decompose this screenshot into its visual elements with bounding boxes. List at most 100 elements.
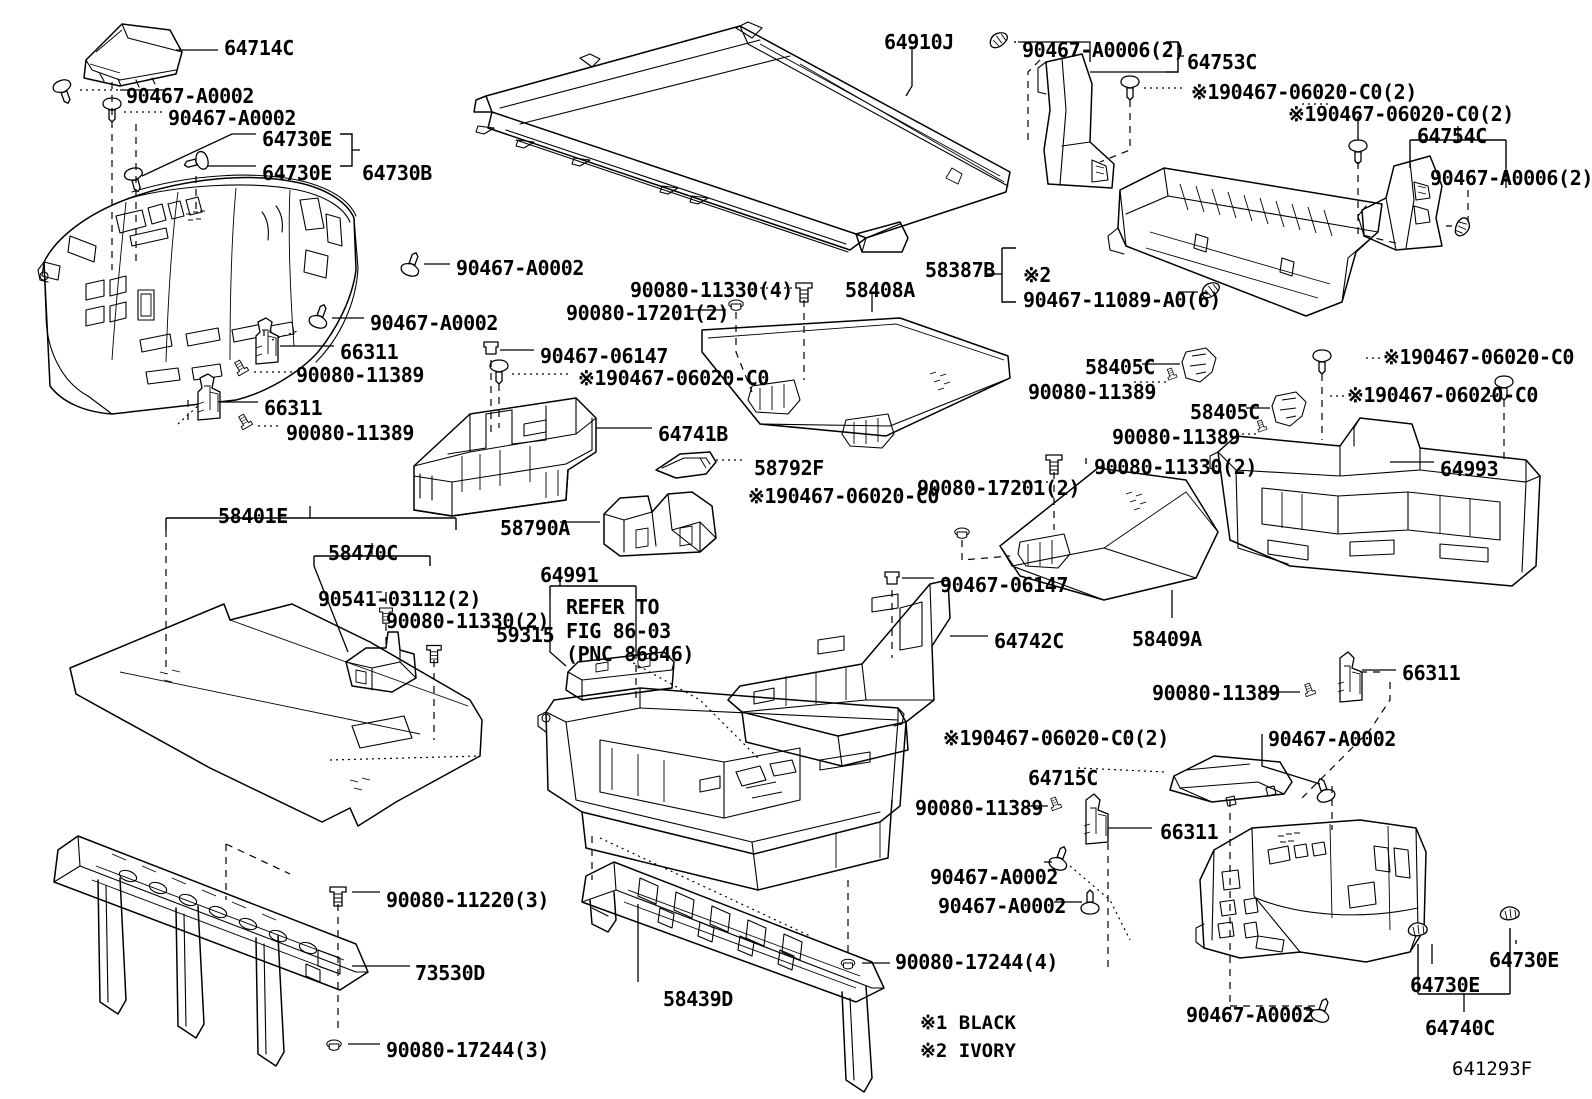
part-callout-64910j: 64910J bbox=[884, 30, 954, 54]
part-66311-clip-left-lower bbox=[197, 373, 221, 421]
part-callout-19046706020c02: ※190467-06020-C0(2) bbox=[1288, 102, 1514, 126]
part-callout-64991: 64991 bbox=[540, 563, 599, 587]
part-callout-90080172012: 90080-17201(2) bbox=[566, 301, 729, 325]
fastener-90467-a0006-top bbox=[986, 28, 1011, 51]
part-66311-clip-right-upper bbox=[1337, 651, 1363, 703]
part-callout-58470c: 58470C bbox=[328, 541, 398, 565]
part-callout-66311: 66311 bbox=[1160, 820, 1219, 844]
part-callout-9008011389: 90080-11389 bbox=[296, 363, 425, 387]
part-callout-19046706020c02: ※190467-06020-C0(2) bbox=[943, 726, 1169, 750]
part-callout-64730e: 64730E bbox=[1410, 973, 1480, 997]
leader-lines-left bbox=[80, 49, 450, 427]
fastener-90080-17244-left bbox=[326, 1039, 342, 1051]
part-callout-90080112203: 90080-11220(3) bbox=[386, 888, 549, 912]
part-callout-90467a0002: 90467-A0002 bbox=[930, 865, 1059, 889]
part-callout-9046711089a06: 90467-11089-A0(6) bbox=[1023, 288, 1221, 312]
fastener-90080-11220 bbox=[329, 886, 347, 907]
part-callout-90080113302: 90080-11330(2) bbox=[1094, 455, 1257, 479]
fastener-90080-11389-right-a bbox=[1301, 681, 1317, 698]
part-callout-9008011389: 90080-11389 bbox=[1152, 681, 1281, 705]
part-callout-90467a0002: 90467-A0002 bbox=[938, 894, 1067, 918]
part-callout-9008011389: 90080-11389 bbox=[1112, 425, 1241, 449]
part-64715c-illustration bbox=[1169, 755, 1293, 807]
part-callout-64740c: 64740C bbox=[1425, 1016, 1495, 1040]
part-callout-58409a: 58409A bbox=[1132, 627, 1202, 651]
fastener-90080-11330-lower bbox=[1045, 454, 1063, 475]
part-58401e-illustration bbox=[69, 603, 483, 827]
fastener-90080-11389-hinge-a bbox=[1164, 366, 1178, 381]
part-64993-illustration bbox=[1209, 417, 1541, 587]
part-callout-64714c: 64714C bbox=[224, 36, 294, 60]
part-58405c-upper bbox=[1181, 347, 1217, 383]
part-callout-90467a0002: 90467-A0002 bbox=[126, 84, 255, 108]
part-58409a-illustration bbox=[999, 467, 1219, 601]
part-callout-90467a00062: 90467-A0006(2) bbox=[1022, 38, 1185, 62]
part-callout-19046706020c0: ※190467-06020-C0 bbox=[1347, 383, 1538, 407]
part-callout-64730e: 64730E bbox=[1489, 948, 1559, 972]
leader-64910j bbox=[905, 46, 913, 97]
part-callout-64742c: 64742C bbox=[994, 629, 1064, 653]
part-64991-illustration bbox=[537, 687, 907, 891]
part-64754c-illustration bbox=[1357, 155, 1443, 251]
fastener-90467-06020-left bbox=[489, 359, 509, 385]
part-callout-64730b: 64730B bbox=[362, 161, 432, 185]
part-callout-64754c: 64754C bbox=[1417, 124, 1487, 148]
part-64753c-illustration bbox=[1037, 53, 1115, 189]
part-callout-90080172444: 90080-17244(4) bbox=[895, 950, 1058, 974]
part-59315-illustration bbox=[565, 651, 675, 701]
part-callout-58790a: 58790A bbox=[500, 516, 570, 540]
part-58470c-illustration bbox=[345, 631, 417, 693]
part-73530d-illustration bbox=[53, 835, 369, 1067]
fastener-90467-06020-c0-a bbox=[1120, 75, 1140, 101]
part-callout-90467a0002: 90467-A0002 bbox=[168, 106, 297, 130]
part-64910j-illustration bbox=[473, 21, 1011, 253]
part-callout-9008011389: 90080-11389 bbox=[286, 421, 415, 445]
part-callout-90467a0002: 90467-A0002 bbox=[370, 311, 499, 335]
part-callout-64715c: 64715C bbox=[1028, 766, 1098, 790]
part-callout-64993: 64993 bbox=[1440, 457, 1499, 481]
part-callout-9008011389: 90080-11389 bbox=[915, 796, 1044, 820]
part-callout-9046706147: 90467-06147 bbox=[540, 344, 669, 368]
part-callout-58792f: 58792F bbox=[754, 456, 824, 480]
part-66311-clip-left-upper bbox=[255, 317, 279, 365]
part-callout-58405c: 58405C bbox=[1190, 400, 1260, 424]
fastener-90080-11389-right-b bbox=[1047, 795, 1063, 812]
part-callout-90080172012: 90080-17201(2) bbox=[917, 476, 1080, 500]
fastener-90080-11330-top bbox=[795, 282, 813, 303]
part-callout-9008011389: 90080-11389 bbox=[1028, 380, 1157, 404]
part-callout-19046706020c02: ※190467-06020-C0(2) bbox=[1191, 80, 1417, 104]
part-callout-90467a0002: 90467-A0002 bbox=[1268, 727, 1397, 751]
part-callout-64730e: 64730E bbox=[262, 127, 332, 151]
part-58792f-illustration bbox=[655, 451, 717, 479]
part-callout-90541031122: 90541-03112(2) bbox=[318, 587, 481, 611]
part-64730b-illustration bbox=[37, 174, 359, 415]
part-callout-90467a0002: 90467-A0002 bbox=[1186, 1003, 1315, 1027]
part-callout-90080172443: 90080-17244(3) bbox=[386, 1038, 549, 1062]
part-callout-58387b: 58387B bbox=[925, 258, 995, 282]
part-callout-58401e: 58401E bbox=[218, 504, 288, 528]
fastener-90467-a0002-r1 bbox=[1310, 774, 1338, 806]
fastener-64730e-grommet-b bbox=[1499, 906, 1520, 921]
part-callout-73530d: 73530D bbox=[415, 961, 485, 985]
part-64740c-illustration bbox=[1195, 819, 1427, 963]
fastener-90467-06020-c0-c bbox=[1312, 349, 1332, 375]
fastener-90467-06020-c0-b bbox=[1348, 139, 1368, 165]
part-callout-19046706020c0: ※190467-06020-C0 bbox=[748, 484, 939, 508]
part-callout-66311: 66311 bbox=[340, 340, 399, 364]
part-64742c-illustration bbox=[727, 579, 951, 767]
part-callout-66311: 66311 bbox=[264, 396, 323, 420]
figure-id: 641293F bbox=[1452, 1058, 1533, 1080]
part-64741b-illustration bbox=[413, 397, 597, 517]
part-callout-9046706147: 90467-06147 bbox=[940, 573, 1069, 597]
part-58408a-illustration bbox=[701, 317, 1011, 449]
fastener-90467-06147-left bbox=[483, 341, 499, 355]
part-callout-64741b: 64741B bbox=[658, 422, 728, 446]
part-callout-19046706020c0: ※190467-06020-C0 bbox=[1383, 345, 1574, 369]
fastener-90467-a0006-right bbox=[1451, 215, 1474, 240]
part-callout-2: ※2 bbox=[1023, 263, 1051, 287]
color-note-black: ※1 BLACK bbox=[920, 1012, 1016, 1034]
part-callout-64753c: 64753C bbox=[1187, 50, 1257, 74]
part-callout-19046706020c0: ※190467-06020-C0 bbox=[578, 366, 769, 390]
